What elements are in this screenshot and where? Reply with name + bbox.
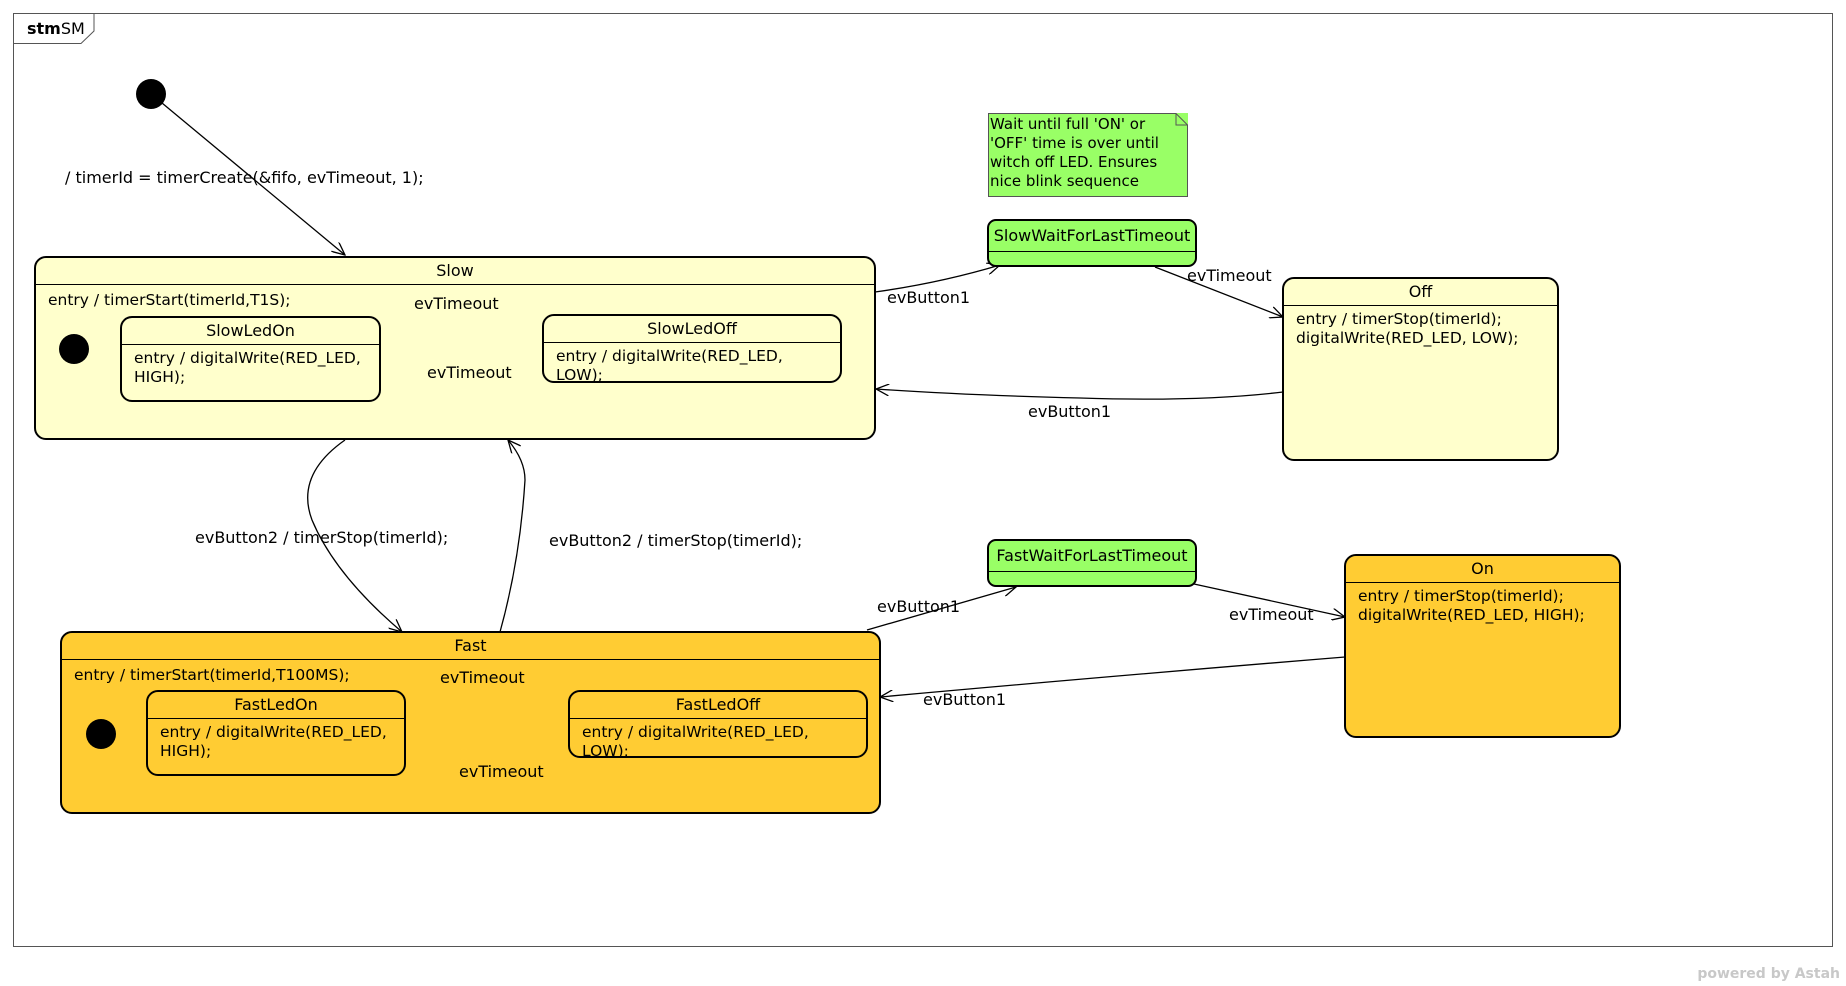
label-off-to-slow: evButton1: [1028, 402, 1112, 421]
state-slow-led-off-name: SlowLedOff: [544, 316, 840, 343]
wire-slow-to-fast: [307, 439, 402, 632]
state-fast-led-off-entry: entry / digitalWrite(RED_LED, LOW);: [582, 723, 814, 760]
label-fast-off-to-on: evTimeout: [459, 762, 544, 781]
wire-initial: [161, 102, 345, 255]
frame-tab-outline: [13, 13, 95, 44]
label-fast-on-to-off: evTimeout: [440, 668, 525, 687]
state-fast-led-off[interactable]: FastLedOff entry / digitalWrite(RED_LED,…: [568, 690, 868, 760]
label-fast-to-slow: evButton2 / timerStop(timerId);: [549, 531, 803, 550]
note-outline: [988, 113, 1188, 197]
state-slow-led-on-name: SlowLedOn: [122, 318, 379, 345]
label-slow-wait-to-off: evTimeout: [1187, 266, 1272, 285]
state-on-name: On: [1346, 556, 1619, 583]
wire-on-to-fast: [880, 656, 1346, 697]
label-slow-off-to-on: evTimeout: [427, 363, 512, 382]
state-slow-entry: entry / timerStart(timerId,T1S);: [48, 291, 291, 309]
wire-fast-wait-to-on: [1193, 583, 1345, 617]
label-on-to-fast: evButton1: [923, 690, 1007, 709]
fast-initial-pseudostate: [86, 719, 116, 749]
label-fast-to-wait: evButton1: [877, 597, 961, 616]
state-slow-led-on-entry: entry / digitalWrite(RED_LED, HIGH);: [134, 349, 361, 386]
state-fast-entry: entry / timerStart(timerId,T100MS);: [74, 666, 350, 684]
note-text: Wait until full 'ON' or 'OFF' time is ov…: [990, 115, 1159, 190]
state-slow-led-off[interactable]: SlowLedOff entry / digitalWrite(RED_LED,…: [542, 314, 842, 384]
frame-tab: stmSM: [13, 13, 95, 44]
comment-note: Wait until full 'ON' or 'OFF' time is ov…: [988, 113, 1188, 197]
wire-off-to-slow: [876, 389, 1284, 400]
state-slow-wait-name: SlowWaitForLastTimeout: [989, 221, 1195, 252]
state-fast-led-off-name: FastLedOff: [570, 692, 866, 719]
state-off-entry: entry / timerStop(timerId); digitalWrite…: [1296, 310, 1519, 347]
state-off[interactable]: Off entry / timerStop(timerId); digitalW…: [1282, 277, 1559, 461]
state-on[interactable]: On entry / timerStop(timerId); digitalWr…: [1344, 554, 1621, 738]
diagram-frame: [13, 13, 1833, 947]
state-slow-led-off-entry: entry / digitalWrite(RED_LED, LOW);: [556, 347, 788, 384]
frame-name: SM: [60, 19, 85, 38]
frame-tab-label: stmSM: [27, 19, 85, 38]
state-fast-name: Fast: [62, 633, 879, 660]
label-slow-on-to-off: evTimeout: [414, 294, 499, 313]
label-fast-wait-to-on: evTimeout: [1229, 605, 1314, 624]
state-slow-name: Slow: [36, 258, 874, 285]
state-fast-wait[interactable]: FastWaitForLastTimeout: [987, 539, 1197, 587]
powered-by-footer: powered by Astah: [1697, 966, 1840, 982]
label-slow-to-fast: evButton2 / timerStop(timerId);: [195, 528, 449, 547]
state-fast-wait-name: FastWaitForLastTimeout: [989, 541, 1195, 572]
state-fast-led-on[interactable]: FastLedOn entry / digitalWrite(RED_LED, …: [146, 690, 406, 776]
wire-slow-to-wait: [874, 265, 1000, 293]
wire-fast-to-wait: [866, 587, 1016, 631]
initial-transition-label: / timerId = timerCreate(&fifo, evTimeout…: [65, 168, 424, 187]
wire-slow-wait-to-off: [1154, 266, 1283, 317]
initial-pseudostate: [136, 79, 166, 109]
state-slow-led-on[interactable]: SlowLedOn entry / digitalWrite(RED_LED, …: [120, 316, 381, 402]
state-on-entry: entry / timerStop(timerId); digitalWrite…: [1358, 587, 1585, 624]
frame-kind: stm: [27, 19, 61, 38]
state-fast-led-on-name: FastLedOn: [148, 692, 404, 719]
state-fast-led-on-entry: entry / digitalWrite(RED_LED, HIGH);: [160, 723, 387, 760]
state-off-name: Off: [1284, 279, 1557, 306]
slow-initial-pseudostate: [59, 334, 89, 364]
wire-fast-to-slow: [499, 440, 526, 633]
state-slow-wait[interactable]: SlowWaitForLastTimeout: [987, 219, 1197, 267]
label-slow-to-wait: evButton1: [887, 288, 971, 307]
